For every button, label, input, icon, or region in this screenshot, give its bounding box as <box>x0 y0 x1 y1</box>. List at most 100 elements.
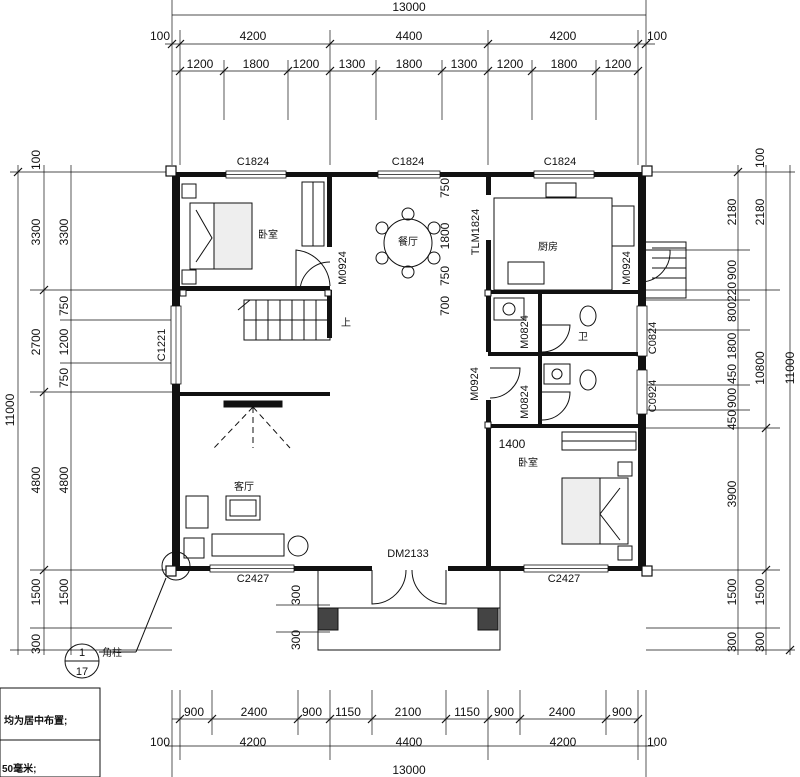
dim-misc-4: 1400 <box>499 437 526 451</box>
window-openings <box>170 170 648 573</box>
bedroom-left-furniture <box>181 181 325 285</box>
window-c2427-b: C2427 <box>548 573 580 585</box>
dim-bot-r2-4: 100 <box>647 735 667 749</box>
dim-right-i5: 900 <box>725 388 739 408</box>
columns <box>179 289 492 429</box>
room-bedroom-left: 卧室 <box>258 228 278 241</box>
dining-table <box>375 207 441 279</box>
callout-label: 角柱 <box>102 646 122 659</box>
right-dimension-labels: 100 2180 3900 1500 300 10800 11000 2180 … <box>725 148 797 652</box>
bedroom-right-furniture <box>561 431 637 561</box>
notes-box <box>0 687 101 777</box>
dim-top-r2-2: 4400 <box>396 29 423 43</box>
dim-right-total: 10800 <box>753 351 767 385</box>
dim-misc-0: 750 <box>438 178 452 198</box>
stair-up-label: 上 <box>341 317 351 329</box>
dim-right-o1: 2180 <box>753 198 767 225</box>
dim-bot-r2-0: 100 <box>150 735 170 749</box>
dim-left-total-right: 11000 <box>783 351 797 384</box>
door-m0924-b: M0924 <box>621 251 633 285</box>
dim-bot-r2-3: 4200 <box>550 735 577 749</box>
dim-right-i3: 1800 <box>725 332 739 359</box>
room-living: 客厅 <box>234 480 254 493</box>
corner-column-callout <box>64 551 191 679</box>
kitchen-fixtures <box>493 182 687 299</box>
room-dining: 餐厅 <box>398 235 418 248</box>
dim-bot-r2-2: 4400 <box>396 735 423 749</box>
note-line-2: 50毫米; <box>2 762 36 775</box>
interior-dimension-labels: 750 1800 700 750 1400 <box>438 178 526 451</box>
note-line-1: 均为居中布置; <box>4 714 67 727</box>
dim-left-total: 11000 <box>3 393 17 426</box>
dim-misc-3: 750 <box>438 266 452 286</box>
callout-text: 1 17 角柱 <box>76 646 122 678</box>
dim-top-r2-0: 100 <box>150 29 170 43</box>
porch <box>317 571 501 651</box>
window-c0924: C0924 <box>647 380 659 412</box>
dim-misc-1: 1800 <box>438 222 452 249</box>
dim-right-i1: 220 <box>725 282 739 302</box>
dim-bot-r1-3: 1150 <box>335 705 361 719</box>
dim-top-r3-7: 1800 <box>551 57 578 71</box>
dim-top-r3-6: 1200 <box>497 57 524 71</box>
doors <box>295 249 671 605</box>
opening-codes: C1824 C1824 C1824 C2427 C2427 DM2133 C12… <box>156 156 659 585</box>
door-m0924-c: M0924 <box>469 367 481 401</box>
dimension-lines <box>10 0 795 777</box>
dim-right-i2: 800 <box>725 302 739 322</box>
dim-bot-r1-4: 2100 <box>395 705 422 719</box>
dim-right-i6: 450 <box>725 410 739 430</box>
notes-text: 均为居中布置; 50毫米; <box>2 714 67 775</box>
dim-left-o4: 1500 <box>29 578 43 605</box>
window-c1824-b: C1824 <box>392 156 424 168</box>
dimension-ticks <box>13 39 795 724</box>
room-kitchen: 厨房 <box>538 240 558 253</box>
door-m0824-a: M0824 <box>519 315 531 349</box>
dim-top-r3-1: 1800 <box>243 57 270 71</box>
dim-left-i4: 4800 <box>57 466 71 493</box>
callout-sheet: 17 <box>76 666 88 678</box>
dim-misc-2: 700 <box>438 296 452 316</box>
dim-bot-r1-7: 2400 <box>549 705 576 719</box>
dim-left-i3: 750 <box>57 368 71 388</box>
living-furniture <box>183 400 309 559</box>
dim-top-r3-5: 1300 <box>451 57 478 71</box>
dim-left-o3: 4800 <box>29 466 43 493</box>
dim-top-r3-4: 1800 <box>396 57 423 71</box>
dim-top-r2-4: 100 <box>647 29 667 43</box>
door-m0824-b: M0824 <box>519 385 531 419</box>
dim-right-o2: 3900 <box>725 480 739 507</box>
window-tlm1824: TLM1824 <box>470 209 482 255</box>
dim-right-o4: 300 <box>753 632 767 652</box>
dim-top-r2-3: 4200 <box>550 29 577 43</box>
stair <box>237 299 331 341</box>
dim-top-total: 13000 <box>392 0 426 14</box>
dim-top-r3-8: 1200 <box>605 57 632 71</box>
dim-left-i5: 1500 <box>57 578 71 605</box>
dim-bot-r1-6: 900 <box>494 705 514 719</box>
dim-bot-r2-1: 4200 <box>240 735 267 749</box>
window-c1221: C1221 <box>156 329 168 361</box>
callout-number: 1 <box>79 647 85 659</box>
dim-bot-r1-0: 900 <box>184 705 204 719</box>
dim-bottom-total: 13000 <box>392 763 426 777</box>
dim-left-i1: 750 <box>57 296 71 316</box>
dim-right-o0: 100 <box>753 148 767 168</box>
dim-right-i0: 900 <box>725 260 739 280</box>
dim-left-o0: 100 <box>29 150 43 170</box>
dimension-labels: 13000 100 4200 4400 4200 100 1200 1800 1… <box>150 0 667 777</box>
dim-right-i8: 300 <box>725 632 739 652</box>
dim-porch-b: 300 <box>289 630 303 650</box>
dim-top-r3-0: 1200 <box>187 57 214 71</box>
dim-right-i4: 450 <box>725 364 739 384</box>
dim-left-o1: 3300 <box>29 218 43 245</box>
dim-top-r2-1: 4200 <box>240 29 267 43</box>
dim-left-i2: 1200 <box>57 328 71 355</box>
dim-left-o5: 300 <box>29 634 43 654</box>
door-m0924-a: M0924 <box>337 251 349 285</box>
bathroom-fixtures <box>493 297 597 391</box>
window-c2427-a: C2427 <box>237 573 269 585</box>
window-c1824-c: C1824 <box>544 156 576 168</box>
dim-left-i0: 3300 <box>57 218 71 245</box>
